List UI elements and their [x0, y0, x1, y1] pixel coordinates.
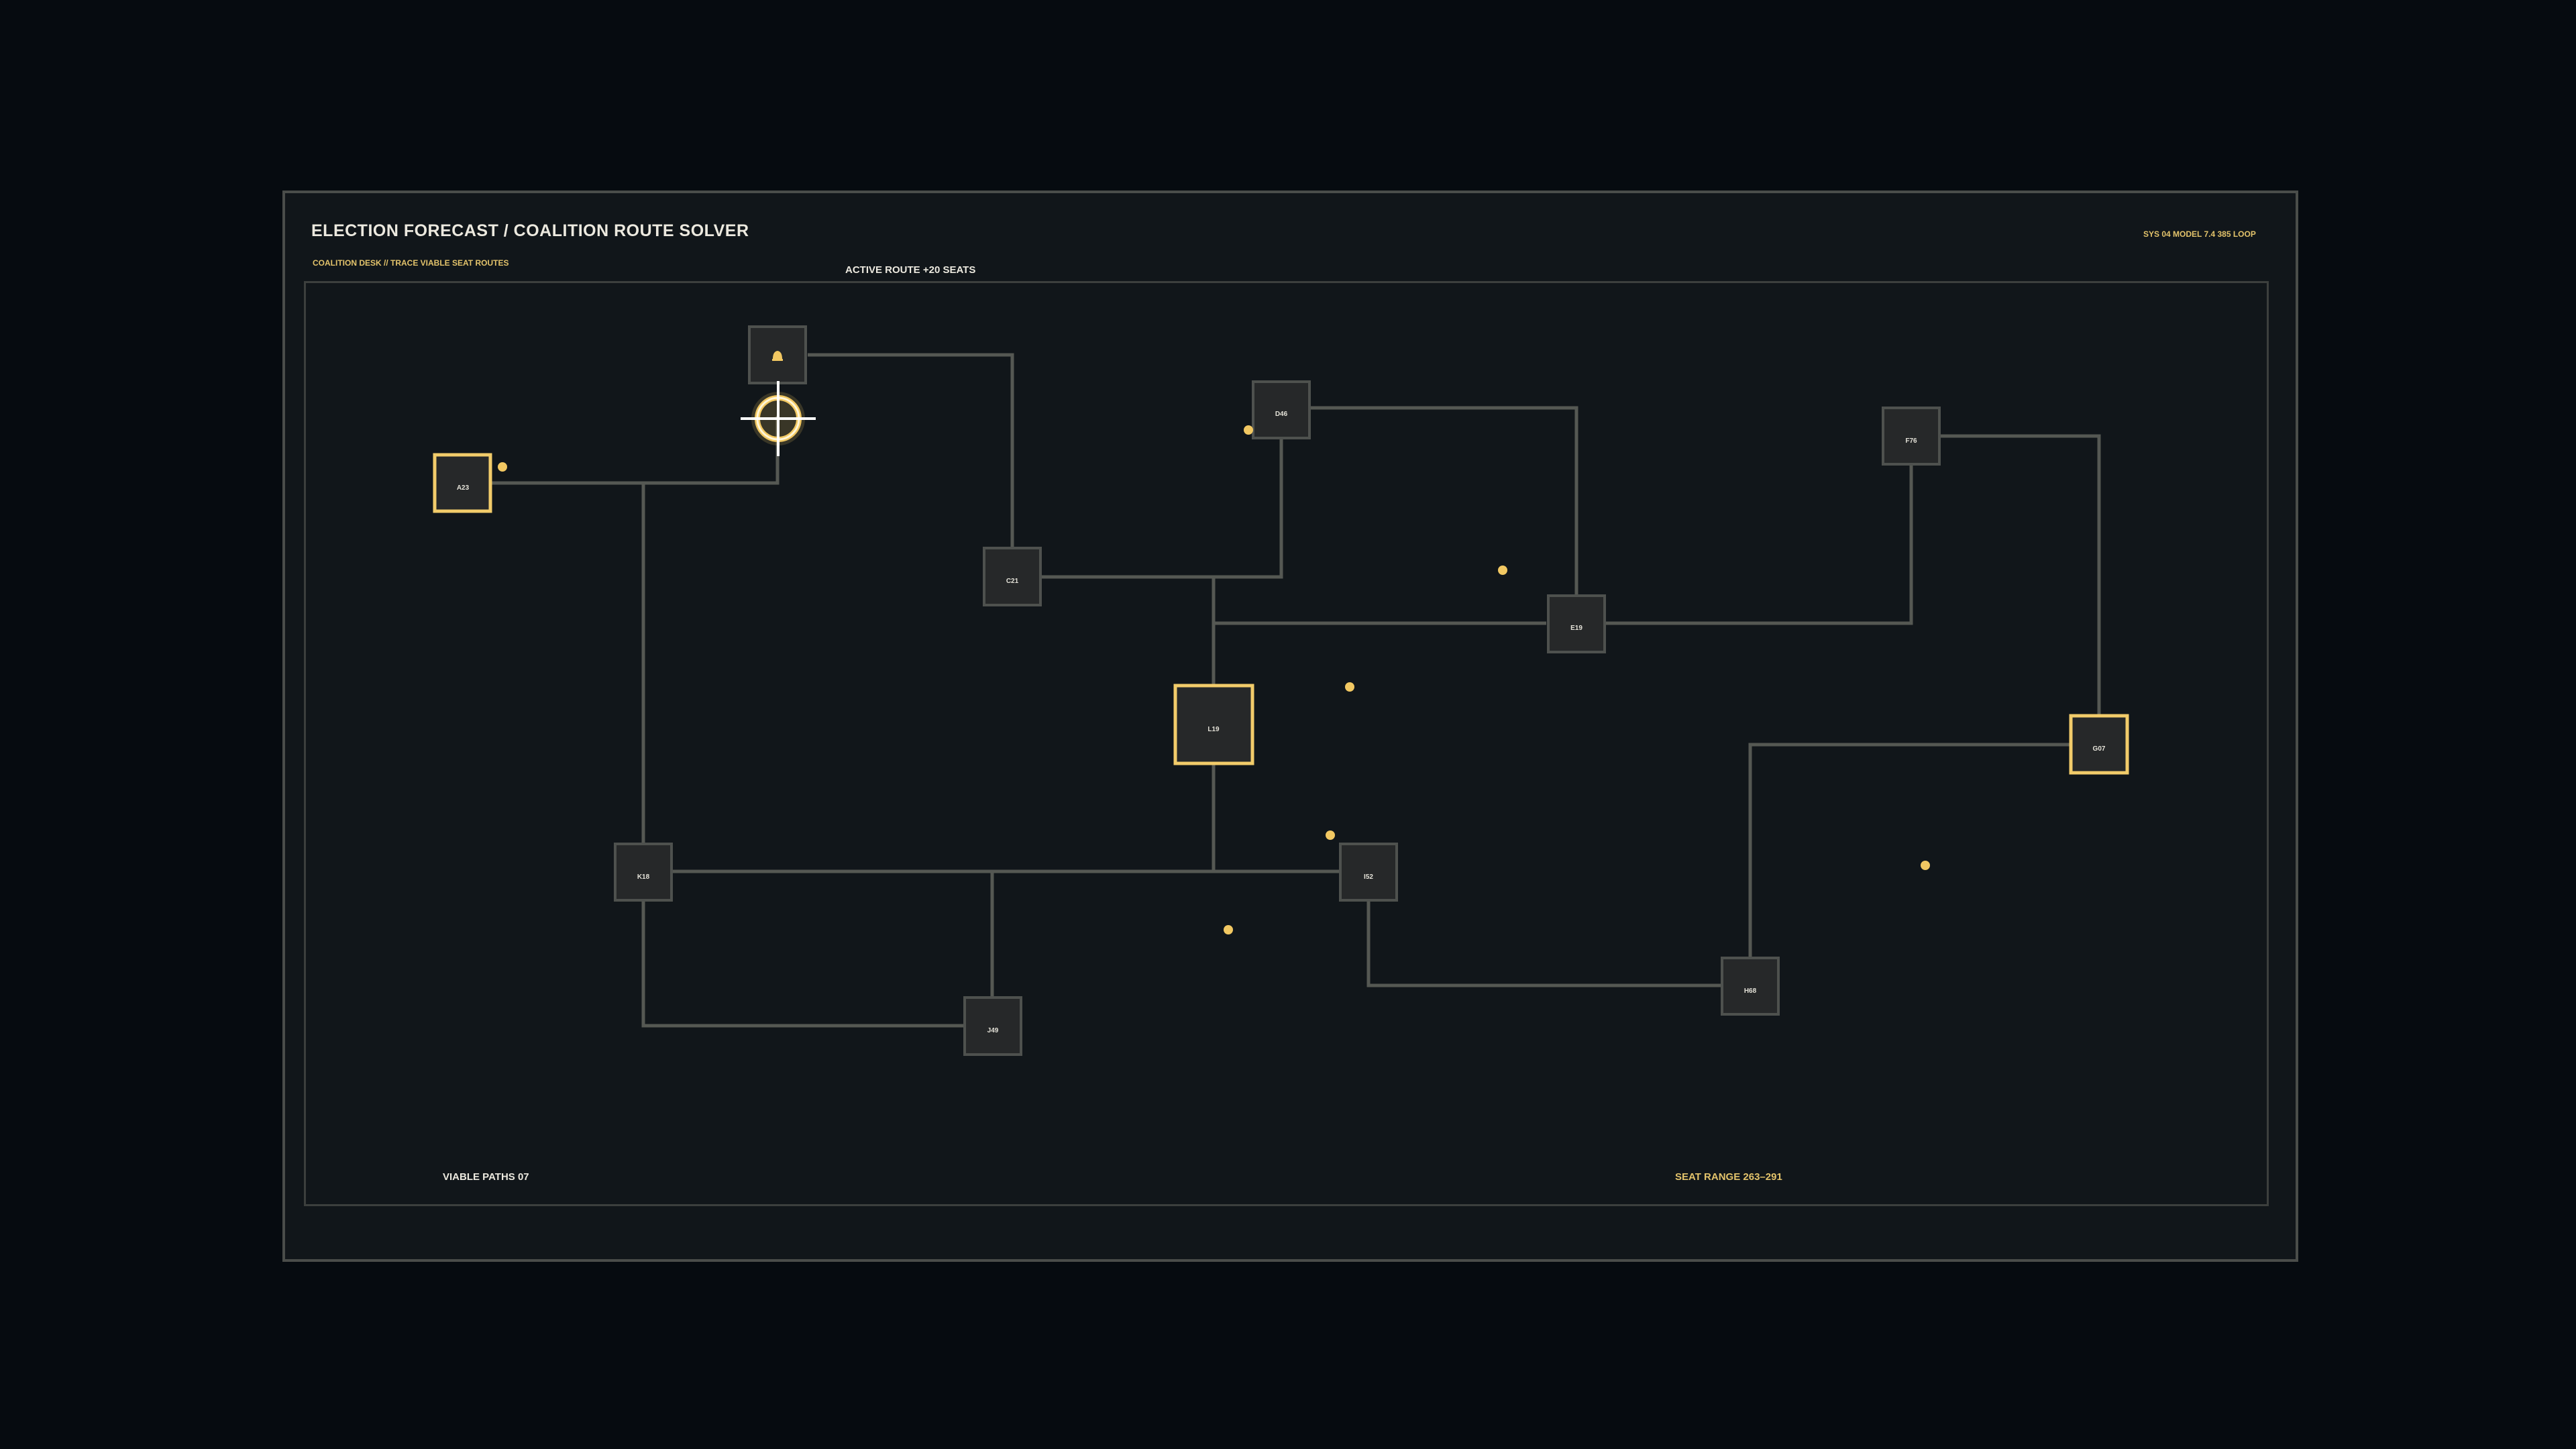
nodes: A23 C21 D46 E19 F76 G07: [433, 325, 2129, 1056]
edge-l19-e19: [1212, 577, 1546, 625]
viable-paths-readout: VIABLE PATHS 07: [443, 1171, 529, 1183]
svg-text:I52: I52: [1364, 873, 1373, 881]
edge-i52-h68: [1366, 901, 1721, 987]
seat-dots: [498, 425, 1930, 934]
edge-b-c21: [808, 353, 1014, 548]
node-l19[interactable]: L19: [1173, 684, 1254, 765]
node-h68[interactable]: H68: [1721, 957, 1780, 1016]
node-i52[interactable]: I52: [1339, 843, 1398, 902]
svg-text:A23: A23: [457, 484, 470, 492]
node-a23[interactable]: A23: [433, 453, 492, 513]
svg-text:H68: H68: [1744, 987, 1757, 995]
node-c21[interactable]: C21: [983, 547, 1042, 606]
svg-text:L19: L19: [1208, 726, 1220, 733]
seat-dot: [1921, 861, 1930, 870]
svg-text:C21: C21: [1006, 578, 1019, 585]
crosshair-icon: [741, 381, 816, 456]
node-f76[interactable]: F76: [1882, 407, 1941, 466]
system-status: SYS 04 MODEL 7.4 385 LOOP: [2143, 229, 2256, 239]
bell-icon: [772, 351, 783, 361]
node-k18[interactable]: K18: [614, 843, 673, 902]
active-route-readout: ACTIVE ROUTE +20 SEATS: [845, 264, 976, 276]
seat-dot: [1326, 830, 1335, 840]
svg-text:K18: K18: [637, 873, 650, 881]
edge-c21-d46: [1042, 439, 1283, 579]
node-d46[interactable]: D46: [1252, 380, 1311, 439]
node-g07[interactable]: G07: [2069, 714, 2129, 775]
svg-text:E19: E19: [1570, 625, 1582, 632]
seat-dot: [1498, 566, 1507, 575]
seat-range-readout: SEAT RANGE 263–291: [1675, 1171, 1782, 1183]
page-subtitle: COALITION DESK // TRACE VIABLE SEAT ROUT…: [313, 258, 509, 268]
seat-dot: [1345, 682, 1354, 692]
edge-a23-b: [490, 416, 780, 485]
svg-text:G07: G07: [2093, 745, 2106, 753]
svg-text:F76: F76: [1905, 437, 1917, 445]
edge-g07-h68: [1748, 743, 2071, 957]
edge-d46-e19: [1310, 406, 1578, 596]
svg-text:D46: D46: [1275, 411, 1288, 418]
edges: [490, 353, 2101, 1028]
node-j49[interactable]: J49: [963, 996, 1022, 1056]
edge-f76-g07: [1941, 434, 2101, 716]
edge-k18-j49: [641, 901, 963, 1028]
node-e19[interactable]: E19: [1547, 594, 1606, 653]
seat-dot: [1244, 425, 1253, 435]
edge-e19-f76: [1605, 466, 1913, 625]
seat-dot: [498, 462, 507, 472]
page-title: ELECTION FORECAST / COALITION ROUTE SOLV…: [311, 221, 749, 240]
svg-text:J49: J49: [987, 1027, 999, 1034]
node-b[interactable]: [748, 325, 807, 384]
seat-dot: [1224, 925, 1233, 934]
